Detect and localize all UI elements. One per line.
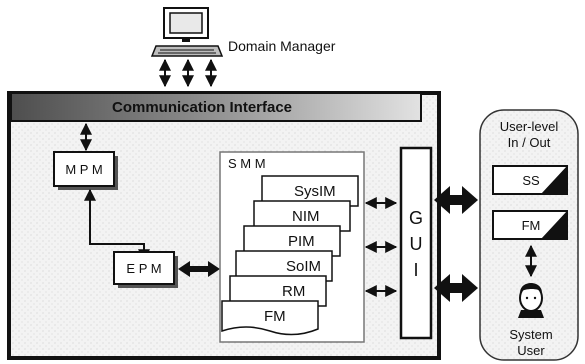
epm-box: E P M <box>113 251 178 288</box>
smm-page-label: PIM <box>288 233 315 250</box>
domain-manager-label: Domain Manager <box>228 38 336 54</box>
system-user-line1: System <box>509 327 552 342</box>
user-level-panel: User-level In / Out SS FM System User <box>479 109 579 361</box>
user-panel-title-line2: In / Out <box>508 135 551 150</box>
mpm-label: M P M <box>65 162 102 177</box>
mpm-box: M P M <box>53 151 118 190</box>
fm-label: FM <box>522 218 541 233</box>
domain-manager-links <box>159 58 217 88</box>
smm-page-pim: PIM <box>243 225 341 257</box>
gui-bar: G U I <box>399 146 433 340</box>
user-panel-title-line1: User-level <box>500 119 559 134</box>
smm-title: S M M <box>228 156 266 171</box>
smm-page-label: RM <box>282 283 305 300</box>
smm-page-sysim: SysIM <box>261 175 359 207</box>
system-user-line2: User <box>517 343 545 358</box>
smm-page-rm: RM <box>229 275 327 307</box>
smm-page-label: NIM <box>292 208 320 225</box>
smm-gui-arrows <box>364 197 398 297</box>
communication-interface-label: Communication Interface <box>112 99 292 116</box>
smm-page-stack: SysIM NIM PIM SoIM RM FM <box>221 175 359 336</box>
smm-page-label: FM <box>264 308 286 325</box>
smm-page-nim: NIM <box>253 200 351 232</box>
ss-label: SS <box>522 173 540 188</box>
smm-page-fm: FM <box>221 300 319 336</box>
gui-letter-g: G <box>409 208 423 228</box>
smm-page-soim: SoIM <box>235 250 333 282</box>
gui-letter-u: U <box>410 234 423 254</box>
person-head-icon <box>518 283 544 318</box>
ss-box: SS <box>492 165 568 195</box>
epm-smm-arrow <box>178 261 220 277</box>
smm-page-label: SysIM <box>294 183 336 200</box>
gui-user-arrows <box>434 186 478 302</box>
smm-page-label: SoIM <box>286 258 321 275</box>
computer-terminal-icon <box>150 7 224 57</box>
epm-label: E P M <box>126 261 161 276</box>
gui-letter-i: I <box>413 260 418 280</box>
communication-interface-bar: Communication Interface <box>10 92 422 122</box>
fm-box: FM <box>492 210 568 240</box>
